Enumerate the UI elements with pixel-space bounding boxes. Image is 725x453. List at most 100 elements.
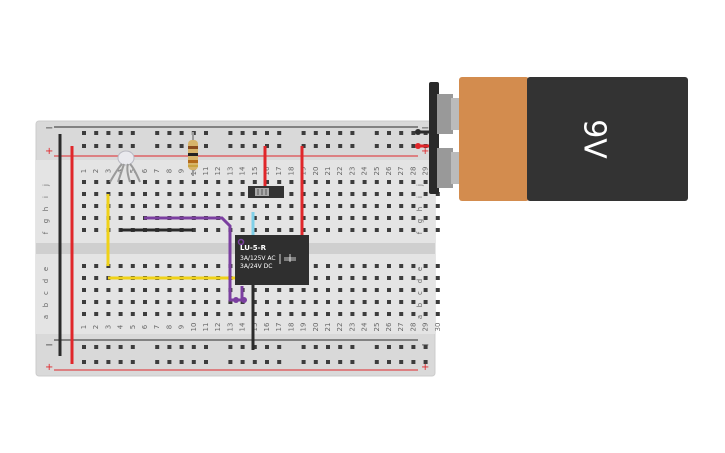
breadboard-hole[interactable]	[423, 312, 428, 316]
breadboard-hole[interactable]	[143, 204, 147, 208]
breadboard-hole[interactable]	[289, 216, 294, 220]
breadboard-hole[interactable]	[94, 180, 99, 184]
breadboard-hole[interactable]	[118, 360, 123, 364]
breadboard-hole[interactable]	[399, 288, 404, 292]
slide-switch-icon[interactable]	[248, 186, 284, 198]
breadboard-hole[interactable]	[411, 180, 416, 184]
breadboard-hole[interactable]	[191, 360, 196, 364]
breadboard-hole[interactable]	[155, 345, 160, 349]
breadboard-hole[interactable]	[277, 360, 282, 364]
breadboard-hole[interactable]	[106, 345, 111, 349]
breadboard-hole[interactable]	[326, 228, 330, 232]
breadboard-hole[interactable]	[82, 228, 86, 232]
breadboard-hole[interactable]	[191, 312, 196, 316]
breadboard-hole[interactable]	[204, 360, 208, 364]
battery-9v[interactable]: 9V	[415, 77, 688, 201]
breadboard-hole[interactable]	[350, 144, 355, 148]
breadboard-hole[interactable]	[277, 228, 282, 232]
breadboard-hole[interactable]	[191, 264, 196, 268]
breadboard-hole[interactable]	[167, 300, 172, 304]
breadboard-hole[interactable]	[387, 228, 391, 232]
breadboard-hole[interactable]	[399, 276, 404, 280]
breadboard-hole[interactable]	[130, 360, 135, 364]
breadboard-hole[interactable]	[118, 192, 123, 196]
breadboard-hole[interactable]	[277, 345, 282, 349]
breadboard-hole[interactable]	[399, 144, 404, 148]
breadboard-hole[interactable]	[82, 216, 86, 220]
breadboard-hole[interactable]	[82, 192, 86, 196]
breadboard-hole[interactable]	[240, 192, 245, 196]
breadboard-hole[interactable]	[265, 288, 269, 292]
breadboard-hole[interactable]	[289, 300, 294, 304]
breadboard-hole[interactable]	[94, 264, 99, 268]
breadboard-hole[interactable]	[277, 312, 282, 316]
breadboard-hole[interactable]	[374, 300, 379, 304]
breadboard-hole[interactable]	[118, 180, 123, 184]
breadboard-hole[interactable]	[350, 192, 355, 196]
breadboard-hole[interactable]	[82, 300, 86, 304]
breadboard-hole[interactable]	[387, 360, 391, 364]
breadboard-hole[interactable]	[240, 345, 245, 349]
breadboard-hole[interactable]	[155, 180, 160, 184]
breadboard-hole[interactable]	[326, 204, 330, 208]
breadboard-hole[interactable]	[362, 264, 367, 268]
breadboard-hole[interactable]	[326, 276, 330, 280]
breadboard-hole[interactable]	[216, 180, 221, 184]
breadboard-hole[interactable]	[155, 192, 160, 196]
breadboard-hole[interactable]	[167, 131, 172, 135]
breadboard-hole[interactable]	[106, 131, 111, 135]
breadboard-hole[interactable]	[94, 360, 99, 364]
breadboard-hole[interactable]	[228, 131, 233, 135]
breadboard-hole[interactable]	[179, 288, 184, 292]
breadboard-hole[interactable]	[277, 288, 282, 292]
breadboard-hole[interactable]	[82, 180, 86, 184]
breadboard-hole[interactable]	[326, 131, 330, 135]
breadboard-hole[interactable]	[277, 300, 282, 304]
breadboard-hole[interactable]	[228, 360, 233, 364]
breadboard-hole[interactable]	[130, 131, 135, 135]
breadboard-hole[interactable]	[82, 264, 86, 268]
breadboard-hole[interactable]	[191, 345, 196, 349]
breadboard-hole[interactable]	[167, 360, 172, 364]
breadboard-hole[interactable]	[399, 131, 404, 135]
breadboard-hole[interactable]	[313, 144, 318, 148]
breadboard-hole[interactable]	[338, 216, 343, 220]
breadboard-hole[interactable]	[374, 264, 379, 268]
breadboard-hole[interactable]	[338, 144, 343, 148]
breadboard-hole[interactable]	[252, 216, 257, 220]
breadboard-hole[interactable]	[118, 288, 123, 292]
breadboard-hole[interactable]	[338, 300, 343, 304]
breadboard-hole[interactable]	[106, 288, 111, 292]
breadboard-hole[interactable]	[204, 312, 208, 316]
breadboard-hole[interactable]	[313, 288, 318, 292]
breadboard-hole[interactable]	[82, 288, 86, 292]
breadboard-hole[interactable]	[289, 312, 294, 316]
breadboard-hole[interactable]	[94, 288, 99, 292]
breadboard-hole[interactable]	[130, 312, 135, 316]
breadboard-hole[interactable]	[326, 300, 330, 304]
breadboard-hole[interactable]	[167, 345, 172, 349]
breadboard-hole[interactable]	[204, 288, 208, 292]
breadboard-hole[interactable]	[143, 288, 147, 292]
breadboard-hole[interactable]	[411, 228, 416, 232]
breadboard-hole[interactable]	[82, 312, 86, 316]
breadboard-hole[interactable]	[265, 228, 269, 232]
breadboard-hole[interactable]	[350, 276, 355, 280]
breadboard-hole[interactable]	[216, 264, 221, 268]
breadboard-hole[interactable]	[240, 216, 245, 220]
breadboard-hole[interactable]	[350, 228, 355, 232]
breadboard-hole[interactable]	[118, 144, 123, 148]
breadboard-hole[interactable]	[265, 345, 269, 349]
breadboard-hole[interactable]	[313, 300, 318, 304]
breadboard-hole[interactable]	[191, 288, 196, 292]
breadboard-hole[interactable]	[435, 204, 440, 208]
breadboard-hole[interactable]	[265, 216, 269, 220]
breadboard-hole[interactable]	[399, 204, 404, 208]
breadboard-hole[interactable]	[240, 312, 245, 316]
breadboard-hole[interactable]	[130, 192, 135, 196]
breadboard-hole[interactable]	[130, 288, 135, 292]
breadboard-hole[interactable]	[313, 180, 318, 184]
breadboard-hole[interactable]	[374, 288, 379, 292]
breadboard-hole[interactable]	[130, 204, 135, 208]
